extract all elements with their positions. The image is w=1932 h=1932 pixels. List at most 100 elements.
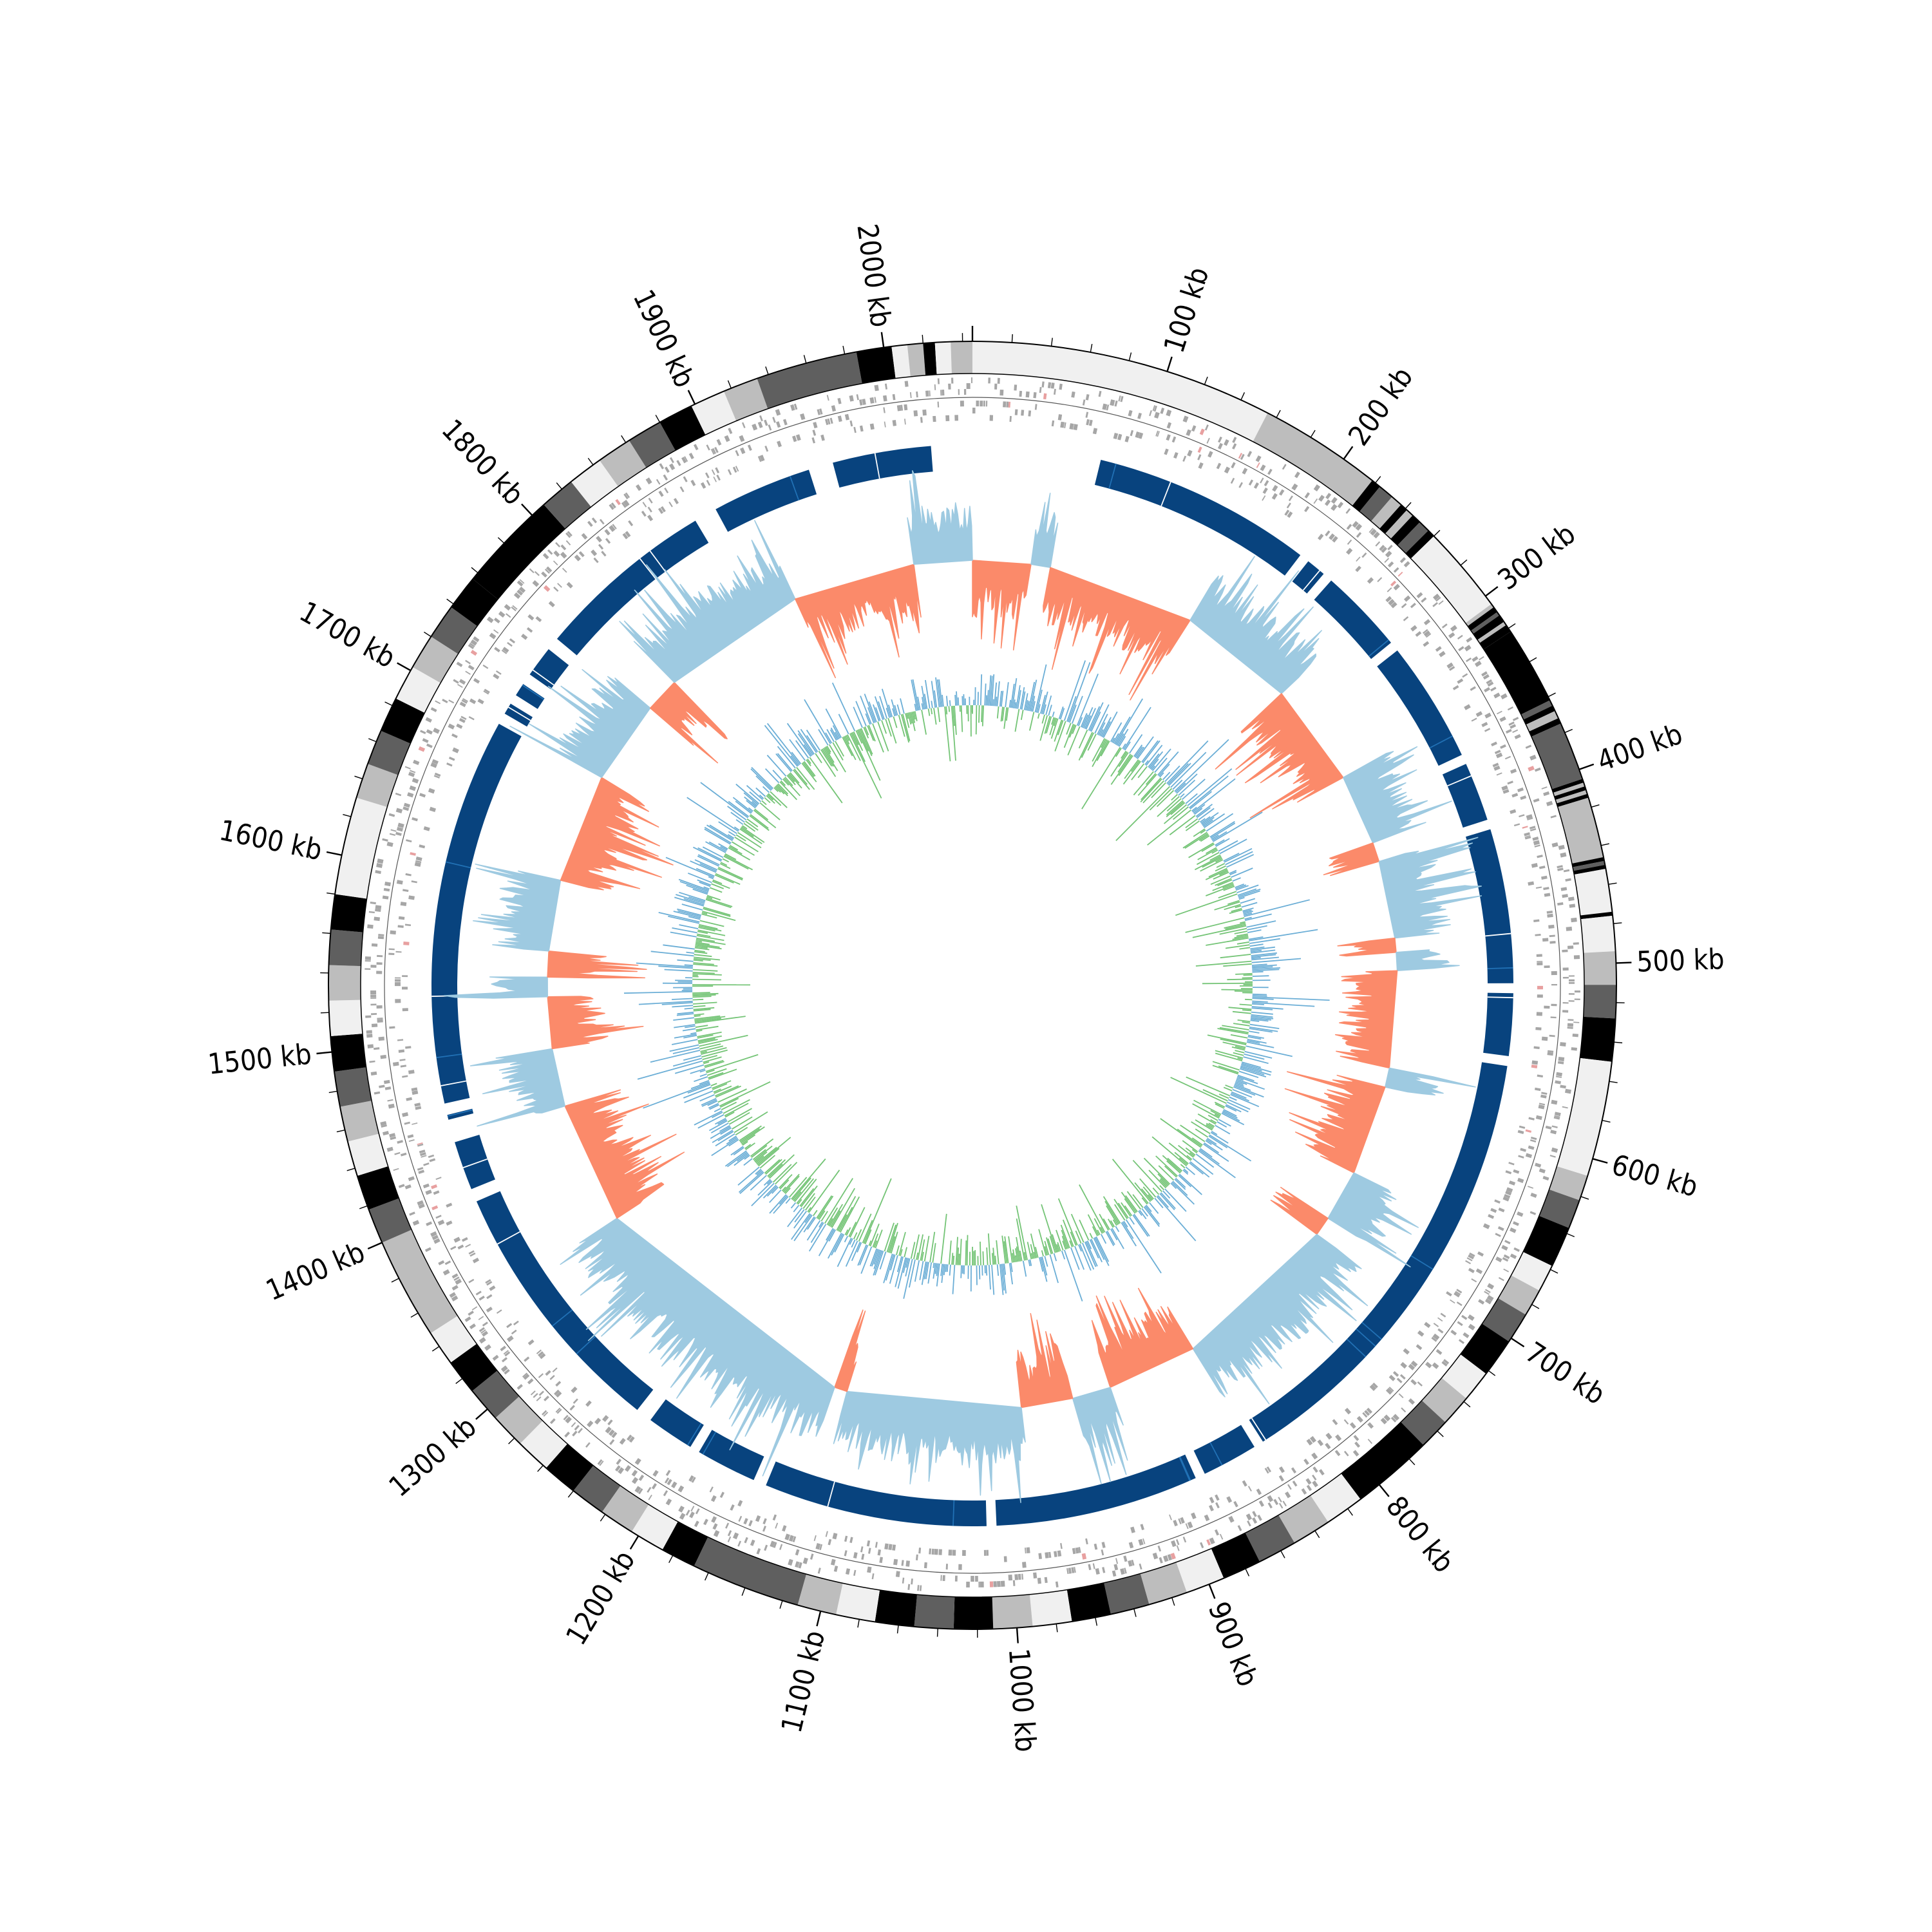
ideogram-band <box>1359 486 1392 522</box>
gene <box>1098 390 1102 397</box>
gc-content-above <box>1093 1237 1105 1260</box>
gene <box>1573 942 1579 945</box>
gc-content-below <box>723 855 749 870</box>
gc-content-above <box>1246 1041 1274 1048</box>
minor-tick <box>328 1090 337 1094</box>
gene <box>1532 837 1539 841</box>
gc-content-below <box>701 1047 727 1055</box>
gc-content-below <box>978 705 980 723</box>
gc-skew-negative <box>834 1309 866 1392</box>
gc-content-above <box>669 1044 699 1052</box>
gc-content-below <box>767 1159 786 1177</box>
gene <box>1332 536 1338 543</box>
gene <box>1088 419 1093 426</box>
gene <box>1267 468 1273 475</box>
gc-content-above <box>1036 689 1043 713</box>
gc-content-above <box>684 1007 694 1010</box>
gc-content-below <box>1210 1110 1221 1117</box>
gc-content-below <box>1001 706 1005 721</box>
gc-content-above <box>996 681 1000 706</box>
gc-content-above <box>1252 993 1267 996</box>
gc-content-above <box>1208 1135 1228 1148</box>
gc-content-below <box>914 711 918 721</box>
gene <box>647 1486 652 1493</box>
minor-tick <box>1204 376 1208 385</box>
gene <box>1490 687 1497 692</box>
ideogram-band <box>951 341 972 374</box>
block-boundary <box>1361 1321 1382 1340</box>
ideogram-band <box>495 1396 543 1444</box>
gc-content-below <box>1112 1159 1149 1204</box>
rna-gene <box>470 650 478 656</box>
gene <box>762 1526 766 1532</box>
gene <box>625 1464 631 1472</box>
gene <box>585 1400 592 1407</box>
gene <box>849 420 853 427</box>
gc-content-below <box>1079 1219 1090 1241</box>
gene <box>611 1432 618 1438</box>
gene <box>1028 410 1032 417</box>
gene <box>1356 556 1361 562</box>
gene <box>448 699 455 704</box>
tick-label-1000kb: 1000 kb <box>1002 1647 1042 1753</box>
gc-content-below <box>739 1125 762 1142</box>
gene <box>1367 1439 1373 1444</box>
gc-content-above <box>728 831 736 837</box>
gc-content-above <box>831 682 856 732</box>
gc-content-below <box>980 1241 981 1265</box>
gene <box>1278 1502 1283 1509</box>
ideogram-band <box>328 929 363 967</box>
gene <box>486 1294 493 1300</box>
gc-content-below <box>1141 1197 1148 1205</box>
gene <box>502 647 509 653</box>
gene <box>869 423 875 430</box>
gc-content-below <box>698 925 722 932</box>
gc-content-above <box>756 1170 762 1175</box>
gene <box>1318 495 1325 502</box>
gc-content-below <box>750 1138 774 1157</box>
tick-label-600kb: 600 kb <box>1608 1148 1701 1204</box>
ideogram-band <box>1385 509 1413 539</box>
gene <box>975 1575 978 1582</box>
gc-content-above <box>643 1083 710 1109</box>
gc-content-above <box>683 1055 702 1061</box>
gc-content-above <box>1043 704 1046 715</box>
gene <box>1560 1042 1566 1046</box>
gc-content-below <box>1057 1242 1061 1252</box>
gc-content-above <box>1133 1213 1150 1237</box>
gene <box>1505 728 1512 734</box>
ideogram-band <box>347 1133 388 1176</box>
gc-content-above <box>860 1246 873 1274</box>
gc-skew-negative <box>560 777 674 891</box>
gene <box>1573 955 1580 960</box>
gc-content-above <box>636 962 693 968</box>
gene <box>1403 1348 1410 1355</box>
gc-content-below <box>779 781 797 800</box>
gene <box>628 520 634 527</box>
gene <box>1484 687 1491 693</box>
gc-content-below <box>1110 1220 1115 1227</box>
gc-content-above <box>1198 1150 1236 1179</box>
gene <box>739 435 745 442</box>
minor-tick <box>1550 1269 1558 1274</box>
gc-content-below <box>884 1222 895 1252</box>
gene <box>408 1176 415 1182</box>
gc-content-below <box>900 714 910 743</box>
gene <box>826 395 829 401</box>
gc-content-above <box>755 775 772 791</box>
gene <box>1012 1580 1016 1586</box>
gc-content-above <box>1226 1104 1242 1113</box>
block-boundary <box>1429 735 1453 749</box>
gc-content-above <box>988 1265 991 1290</box>
gc-content-below <box>1215 1052 1243 1062</box>
gc-content-below <box>729 844 739 851</box>
block-boundary <box>1160 482 1171 506</box>
gene <box>1291 1467 1297 1473</box>
ideogram-band <box>856 346 896 384</box>
gc-content-above <box>864 694 876 723</box>
gc-content-above <box>712 1130 734 1143</box>
major-tick <box>397 662 412 672</box>
gene <box>1252 1511 1257 1517</box>
gene <box>1517 1177 1524 1184</box>
ideogram-band <box>367 730 411 775</box>
